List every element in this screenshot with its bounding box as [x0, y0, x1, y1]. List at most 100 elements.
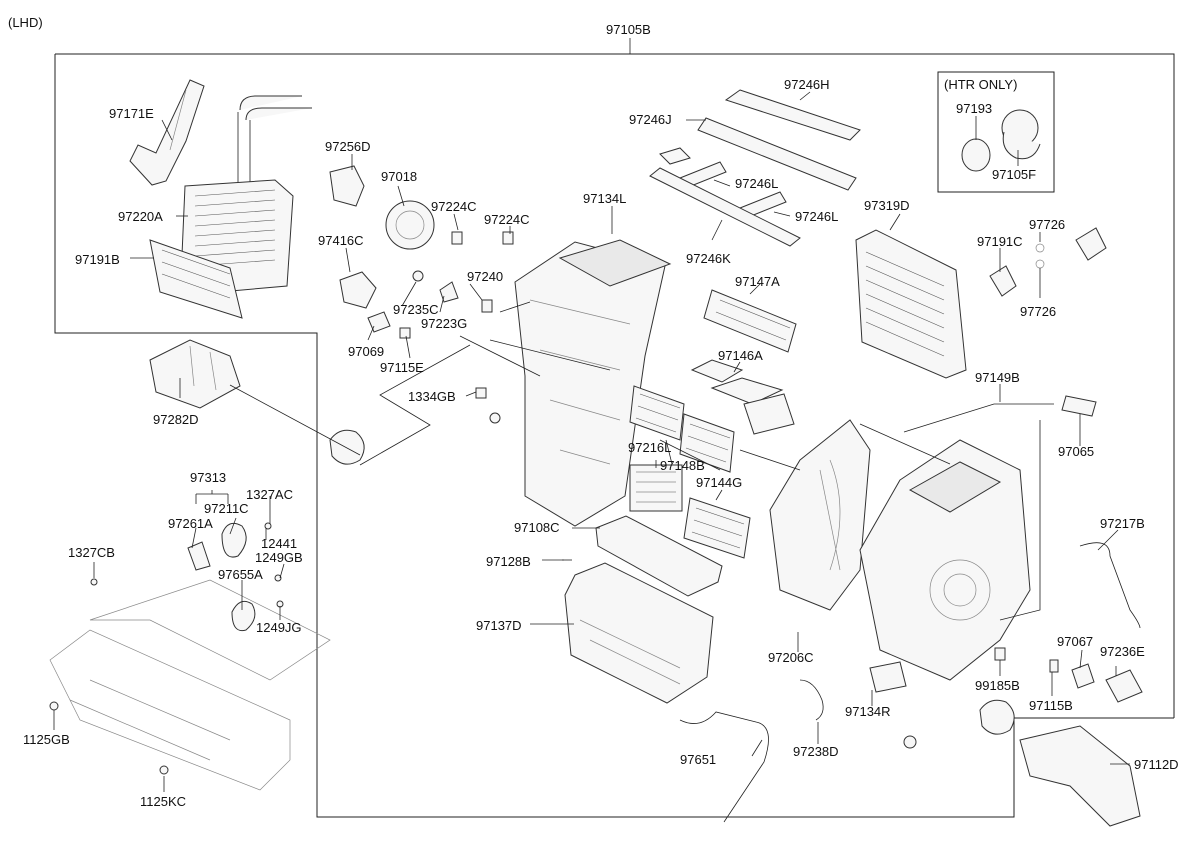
part-97112d-shape: [1019, 725, 1141, 827]
label-97144g: 97144G: [696, 475, 742, 490]
label-97148b: 97148B: [660, 458, 705, 473]
part-97206c-shape: [769, 419, 871, 611]
label-1327cb: 1327CB: [68, 545, 115, 560]
part-97211c-shape: [221, 522, 247, 558]
label-1249gb: 1249GB: [255, 550, 303, 565]
label-97115e: 97115E: [380, 360, 424, 375]
label-1327ac: 1327AC: [246, 487, 293, 502]
label-97313: 97313: [190, 470, 226, 485]
label-97416c: 97416C: [318, 233, 364, 248]
label-97069: 97069: [348, 344, 384, 359]
label-97236e: 97236E: [1100, 644, 1145, 659]
part-97134r-shape: [859, 439, 1031, 693]
label-97220a: 97220A: [118, 209, 163, 224]
label-97238d: 97238D: [793, 744, 839, 759]
label-1334gb: 1334GB: [408, 389, 456, 404]
label-97018: 97018: [381, 169, 417, 184]
actuator-right-cluster: [903, 647, 1143, 749]
label-97235c: 97235C: [393, 302, 439, 317]
label-97115b: 97115B: [1029, 698, 1073, 713]
part-97137d-shape: [564, 562, 824, 823]
part-97416c-shape: [339, 271, 377, 309]
actuator-cluster: [329, 165, 514, 339]
part-99185b-shape: [994, 647, 1006, 661]
label-97146a: 97146A: [718, 348, 763, 363]
label-97149b: 97149B: [975, 370, 1020, 385]
label-97726-b: 97726: [1020, 304, 1056, 319]
label-97726-a: 97726: [1029, 217, 1065, 232]
label-97112d: 97112D: [1134, 757, 1179, 772]
label-97223g: 97223G: [421, 316, 467, 331]
label-97134r: 97134R: [845, 704, 891, 719]
label-97224c-a: 97224C: [431, 199, 477, 214]
label-97246k: 97246K: [686, 251, 731, 266]
label-97211c: 97211C: [204, 501, 249, 516]
label-97128b: 97128B: [486, 554, 531, 569]
part-97261a-shape: [187, 541, 211, 571]
label-97137d: 97137D: [476, 618, 522, 633]
label-97216l: 97216L: [628, 440, 671, 455]
label-1249jg: 1249JG: [256, 620, 302, 635]
label-97191c: 97191C: [977, 234, 1023, 249]
part-97147a-shape: [703, 289, 797, 353]
htr-only-box: (HTR ONLY): [937, 71, 1055, 193]
label-97655a: 97655A: [218, 567, 263, 582]
label-97065: 97065: [1058, 444, 1094, 459]
part-97191c-shape: [989, 265, 1017, 297]
label-97256d: 97256D: [325, 139, 371, 154]
install-view-shape: [49, 490, 331, 791]
part-97240-shape: [481, 299, 493, 313]
label-97134l: 97134L: [583, 191, 626, 206]
label-97217b: 97217B: [1100, 516, 1145, 531]
label-97224c-b: 97224C: [484, 212, 530, 227]
label-97108c: 97108C: [514, 520, 560, 535]
label-97246l-a: 97246L: [735, 176, 778, 191]
part-97223g-shape: [439, 281, 459, 303]
part-97018-shape: [385, 200, 435, 250]
label-97246l-b: 97246L: [795, 209, 838, 224]
label-97147a: 97147A: [735, 274, 780, 289]
part-97224c-a-shape: [451, 231, 463, 245]
label-97246h: 97246H: [784, 77, 830, 92]
variant-label: (LHD): [8, 15, 43, 30]
label-97191b: 97191B: [75, 252, 120, 267]
label-97067: 97067: [1057, 634, 1093, 649]
label-12441: 12441: [261, 536, 297, 551]
assembly-number: 97105B: [606, 22, 651, 37]
part-labels: 97171E 97220A 97191B 97256D 97018 97224C…: [23, 77, 1179, 809]
part-97655a-shape: [231, 600, 256, 632]
label-97206c: 97206C: [768, 650, 814, 665]
part-97236e-shape: [1105, 669, 1143, 703]
part-97171e-shape: [129, 79, 205, 186]
label-1125gb: 1125GB: [23, 732, 70, 747]
seal-ring-shape: [229, 344, 471, 466]
label-99185b: 99185B: [975, 678, 1020, 693]
part-1334gb-shape: [475, 387, 487, 399]
label-97246j: 97246J: [629, 112, 672, 127]
label-97282d: 97282D: [153, 412, 199, 427]
part-97134l-shape: [475, 239, 672, 527]
label-97651: 97651: [680, 752, 716, 767]
label-97171e: 97171E: [109, 106, 154, 121]
part-97149b-shape: [903, 395, 1097, 433]
part-97193-shape: [961, 138, 991, 172]
part-97256d-shape: [329, 165, 365, 207]
part-97067-shape: [1071, 663, 1095, 689]
part-97217b-shape: [1079, 542, 1141, 629]
part-97069-shape: [367, 311, 391, 333]
label-97193: 97193: [956, 101, 992, 116]
label-97240: 97240: [467, 269, 503, 284]
part-97191b-shape: [149, 239, 243, 319]
filter-panels-shape: [629, 359, 795, 559]
part-97115b-shape: [1049, 659, 1059, 673]
label-1125kc: 1125KC: [140, 794, 186, 809]
label-97105f: 97105F: [992, 167, 1036, 182]
htr-only-title: (HTR ONLY): [944, 77, 1017, 92]
label-97319d: 97319D: [864, 198, 910, 213]
filter-frames-shape: [649, 89, 861, 353]
leader-lines: [53, 91, 1130, 792]
part-97115e-shape: [399, 327, 411, 339]
part-97224c-b-shape: [502, 231, 514, 245]
part-97319d-shape: [855, 227, 1107, 379]
